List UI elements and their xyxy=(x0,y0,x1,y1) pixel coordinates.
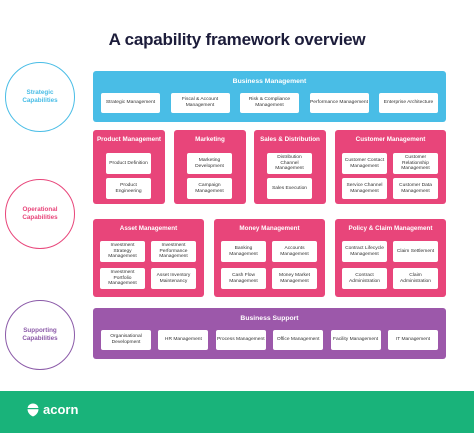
business-management-row: Strategic Management Fiscal & Account Ma… xyxy=(101,93,438,113)
capability-office-management: Office Management xyxy=(273,330,324,350)
capability-process-management: Process Management xyxy=(215,330,266,350)
policy-claim-management-group: Policy & Claim Management Contract Lifec… xyxy=(335,219,446,297)
asset-management-group: Asset Management Investment Strategy Man… xyxy=(93,219,204,297)
capability-sales-execution: Sales Execution xyxy=(267,178,312,199)
marketing-title: Marketing xyxy=(195,136,225,143)
capability-service-channel-management: Service Channel Management xyxy=(342,178,387,199)
money-management-title: Money Management xyxy=(239,225,300,232)
capability-investment-performance-management: Investment Performance Management xyxy=(151,241,196,262)
policy-claim-management-title: Policy & Claim Management xyxy=(348,225,433,232)
asset-management-title: Asset Management xyxy=(119,225,178,232)
layer-supporting-circle: Supporting Capabilities xyxy=(5,300,75,370)
product-management-group: Product Management Product Definition Pr… xyxy=(93,130,165,204)
sales-distribution-group: Sales & Distribution Distribution Channe… xyxy=(254,130,326,204)
capability-customer-contact-management: Customer Contact Management xyxy=(342,153,387,174)
layer-operational-label: Operational Capabilities xyxy=(22,206,58,221)
money-management-group: Money Management Banking Management Acco… xyxy=(214,219,325,297)
logo-text: acorn xyxy=(43,402,79,417)
product-management-title: Product Management xyxy=(96,136,162,143)
footer-bar: acorn xyxy=(0,391,474,433)
capability-campaign-management: Campaign Management xyxy=(187,178,232,199)
capability-contract-administration: Contract Administration xyxy=(342,268,387,289)
business-support-title: Business Support xyxy=(240,315,299,322)
business-support-row: Organisational Development HR Management… xyxy=(101,330,438,350)
marketing-group: Marketing Marketing Development Campaign… xyxy=(174,130,246,204)
capability-asset-inventory-maintenancy: Asset Inventory Maintenancy xyxy=(151,268,196,289)
capability-organisational-development: Organisational Development xyxy=(101,330,151,350)
acorn-logo: acorn xyxy=(27,402,78,417)
capability-claim-settlement: Claim Settlement xyxy=(393,241,438,262)
business-support-band: Business Support Organisational Developm… xyxy=(93,308,446,359)
customer-management-title: Customer Management xyxy=(355,136,426,143)
customer-management-group: Customer Management Customer Contact Man… xyxy=(335,130,446,204)
layer-strategic-label: Strategic Capabilities xyxy=(22,89,58,104)
capability-facility-management: Facility Management xyxy=(330,330,381,350)
capability-customer-data-management: Customer Data Management xyxy=(393,178,438,199)
layer-operational-circle: Operational Capabilities xyxy=(5,179,75,249)
capability-hr-management: HR Management xyxy=(158,330,209,350)
business-management-title: Business Management xyxy=(232,78,307,85)
capability-product-definition: Product Definition xyxy=(106,153,151,174)
capability-enterprise-architecture: Enterprise Architecture xyxy=(379,93,438,113)
capability-claim-administration: Claim Administration xyxy=(393,268,438,289)
capability-product-engineering: Product Engineering xyxy=(106,178,151,199)
capability-it-management: IT Management xyxy=(387,330,438,350)
capability-fiscal-account-management: Fiscal & Account Management xyxy=(170,93,230,113)
page-title: A capability framework overview xyxy=(108,30,366,49)
capability-accounts-management: Accounts Management xyxy=(272,241,317,262)
capability-performance-management: Performance Management xyxy=(309,93,369,113)
capability-investment-strategy-management: Investment Strategy Management xyxy=(100,241,145,262)
layer-supporting-label: Supporting Capabilities xyxy=(22,327,58,342)
business-management-band: Business Management Strategic Management… xyxy=(93,71,446,122)
capability-customer-relationship-management: Customer Relationship Management xyxy=(393,153,438,174)
layer-strategic-circle: Strategic Capabilities xyxy=(5,62,75,132)
capability-banking-management: Banking Management xyxy=(221,241,266,262)
capability-investment-portfolio-management: Investment Portfolio Management xyxy=(100,268,145,289)
capability-distribution-channel-management: Distribution Channel Management xyxy=(267,153,312,174)
capability-marketing-development: Marketing Development xyxy=(187,153,232,174)
capability-strategic-management: Strategic Management xyxy=(101,93,160,113)
sales-distribution-title: Sales & Distribution xyxy=(260,136,320,143)
capability-cash-flow-management: Cash Flow Management xyxy=(221,268,266,289)
capability-money-market-management: Money Market Management xyxy=(272,268,317,289)
capability-contract-lifecycle-management: Contract Lifecycle Management xyxy=(342,241,387,262)
capability-risk-compliance-management: Risk & Compliance Management xyxy=(240,93,299,113)
acorn-icon xyxy=(27,403,39,416)
